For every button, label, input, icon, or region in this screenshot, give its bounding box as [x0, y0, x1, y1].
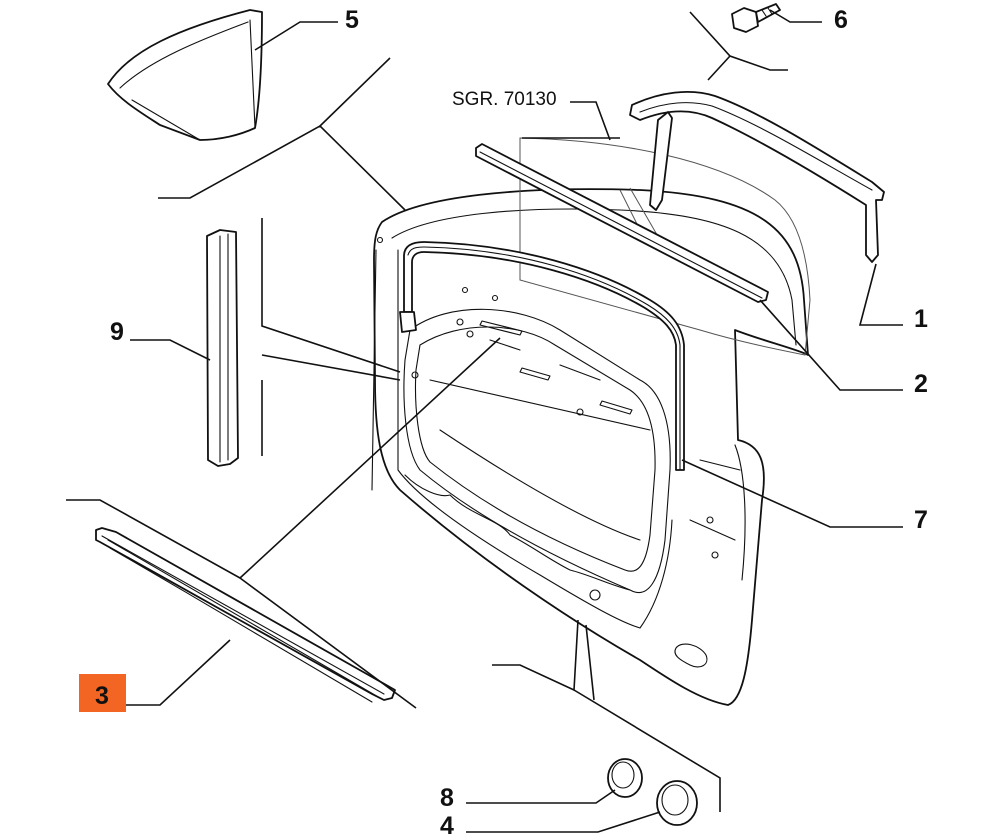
callout-highlight-3[interactable]: 3	[79, 674, 126, 712]
callout-number-2: 2	[914, 370, 928, 398]
window-channel-seal[interactable]	[629, 91, 885, 263]
bolt-icon[interactable]	[731, 3, 781, 33]
vertical-seal-strip[interactable]	[206, 229, 239, 467]
highlight-box	[79, 674, 126, 712]
callout-number-3: 3	[95, 682, 109, 710]
door-seal[interactable]	[399, 241, 685, 471]
callout-labels: SGR. 70130 5 6 1 2 7 9 8 4 3	[79, 6, 928, 839]
callout-number-6: 6	[834, 6, 848, 34]
callout-number-7: 7	[914, 506, 928, 534]
lower-sill-seal[interactable]	[95, 527, 396, 703]
door-panel	[371, 188, 809, 706]
leader-lines	[66, 9, 903, 833]
plug-grommet-small[interactable]	[607, 758, 643, 798]
callout-number-8: 8	[440, 784, 454, 812]
reference-label: SGR. 70130	[452, 89, 557, 110]
plug-grommet-large[interactable]	[656, 780, 698, 826]
outer-belt-strip[interactable]	[475, 143, 769, 303]
callout-number-4: 4	[440, 812, 454, 839]
callout-number-1: 1	[914, 305, 928, 333]
callout-number-5: 5	[345, 6, 359, 34]
callout-number-9: 9	[110, 318, 124, 346]
corner-trim-cover[interactable]	[107, 9, 263, 141]
